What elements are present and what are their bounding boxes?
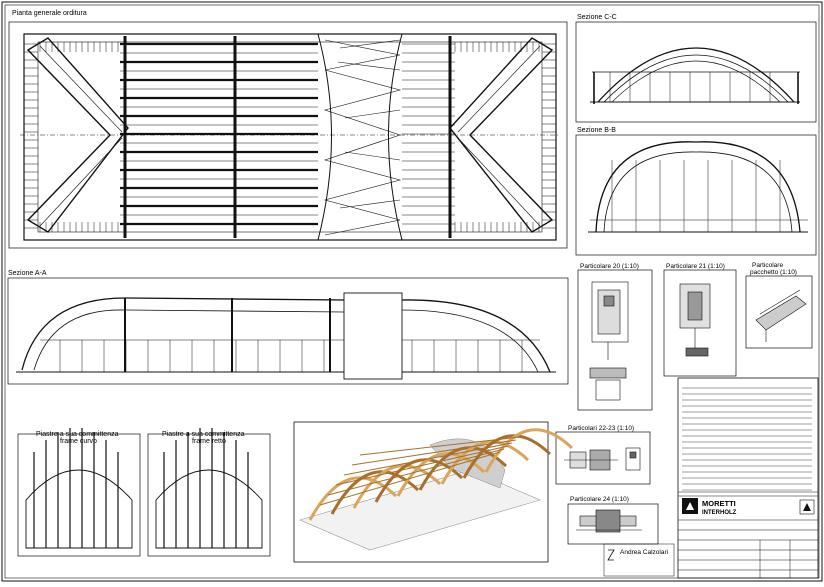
detail-ridge: Particolare pacchetto (1:10) (745, 262, 813, 349)
curved-posts (33, 428, 119, 548)
render-arch (462, 434, 552, 479)
drawing-line (351, 439, 517, 466)
plate-diagram-straight: Piastre a sua committenza frame retto (147, 428, 271, 557)
architect-stamp: Andrea Calzolari (603, 543, 675, 577)
detail-21-title: Particolare 21 (1:10) (666, 263, 725, 270)
company-name-2: INTERHOLZ (702, 510, 737, 516)
drawing-line (319, 451, 501, 506)
plan-view: Pianta generale orditura (8, 10, 568, 249)
detail-21: Particolare 21 (1:10) (663, 263, 737, 377)
section-aa-title: Sezione A-A (8, 270, 47, 277)
isometric-render (293, 421, 574, 563)
curved-title-2: frame curvo (60, 438, 97, 445)
straight-posts (163, 428, 249, 548)
company-logo-icon (686, 502, 694, 510)
detail-22-23-title: Particolari 22-23 (1:10) (568, 425, 634, 432)
client-logo-icon (803, 503, 811, 511)
section-bb-verticals (611, 160, 781, 232)
render-arch (440, 440, 530, 485)
drawing-line (327, 448, 505, 496)
company-name-1: MORETTI (702, 499, 736, 508)
sheet-inner-border (4, 4, 820, 579)
title-block-lines (678, 387, 818, 578)
detail-20: Particolare 20 (1:10) (577, 263, 653, 411)
client-logo-box (799, 499, 815, 515)
detail-24: Particolare 24 (1:10) (567, 496, 659, 545)
render-arches (308, 428, 574, 521)
plan-rafters (24, 42, 556, 232)
plan-main-beams (123, 36, 452, 238)
drawing-line (359, 436, 521, 456)
straight-title-2: frame retto (192, 438, 226, 445)
detail-22-23: Particolari 22-23 (1:10) (555, 425, 651, 485)
detail-ridge-title-2: pacchetto (1:10) (750, 269, 797, 276)
curved-title-1: Piastre a sua committenza (36, 431, 119, 438)
section-aa: Sezione A-A (7, 270, 569, 385)
plate-diagram-curved: Piastre a sua committenza frame curvo (17, 428, 141, 557)
architect-name: Andrea Calzolari (620, 549, 668, 556)
plan-glazed-centre (317, 33, 403, 241)
title-block: MORETTI INTERHOLZ (677, 377, 819, 579)
drawing-line (335, 445, 509, 486)
section-cc: Sezione C-C (575, 14, 817, 123)
architect-logo-icon (607, 549, 615, 561)
detail-20-title: Particolare 20 (1:10) (580, 263, 639, 270)
section-aa-verticals (59, 298, 523, 372)
detail-24-title: Particolare 24 (1:10) (570, 496, 629, 503)
plan-title: Pianta generale orditura (12, 10, 87, 17)
render-arch (484, 428, 574, 473)
section-cc-title: Sezione C-C (577, 14, 617, 21)
section-cc-verticals (609, 72, 771, 102)
detail-ridge-title-1: Particolare (752, 262, 783, 269)
straight-title-1: Piastre a sua committenza (162, 431, 245, 438)
section-bb-title: Sezione B-B (577, 127, 616, 134)
section-bb: Sezione B-B (575, 127, 817, 256)
drawing-line (343, 442, 513, 476)
